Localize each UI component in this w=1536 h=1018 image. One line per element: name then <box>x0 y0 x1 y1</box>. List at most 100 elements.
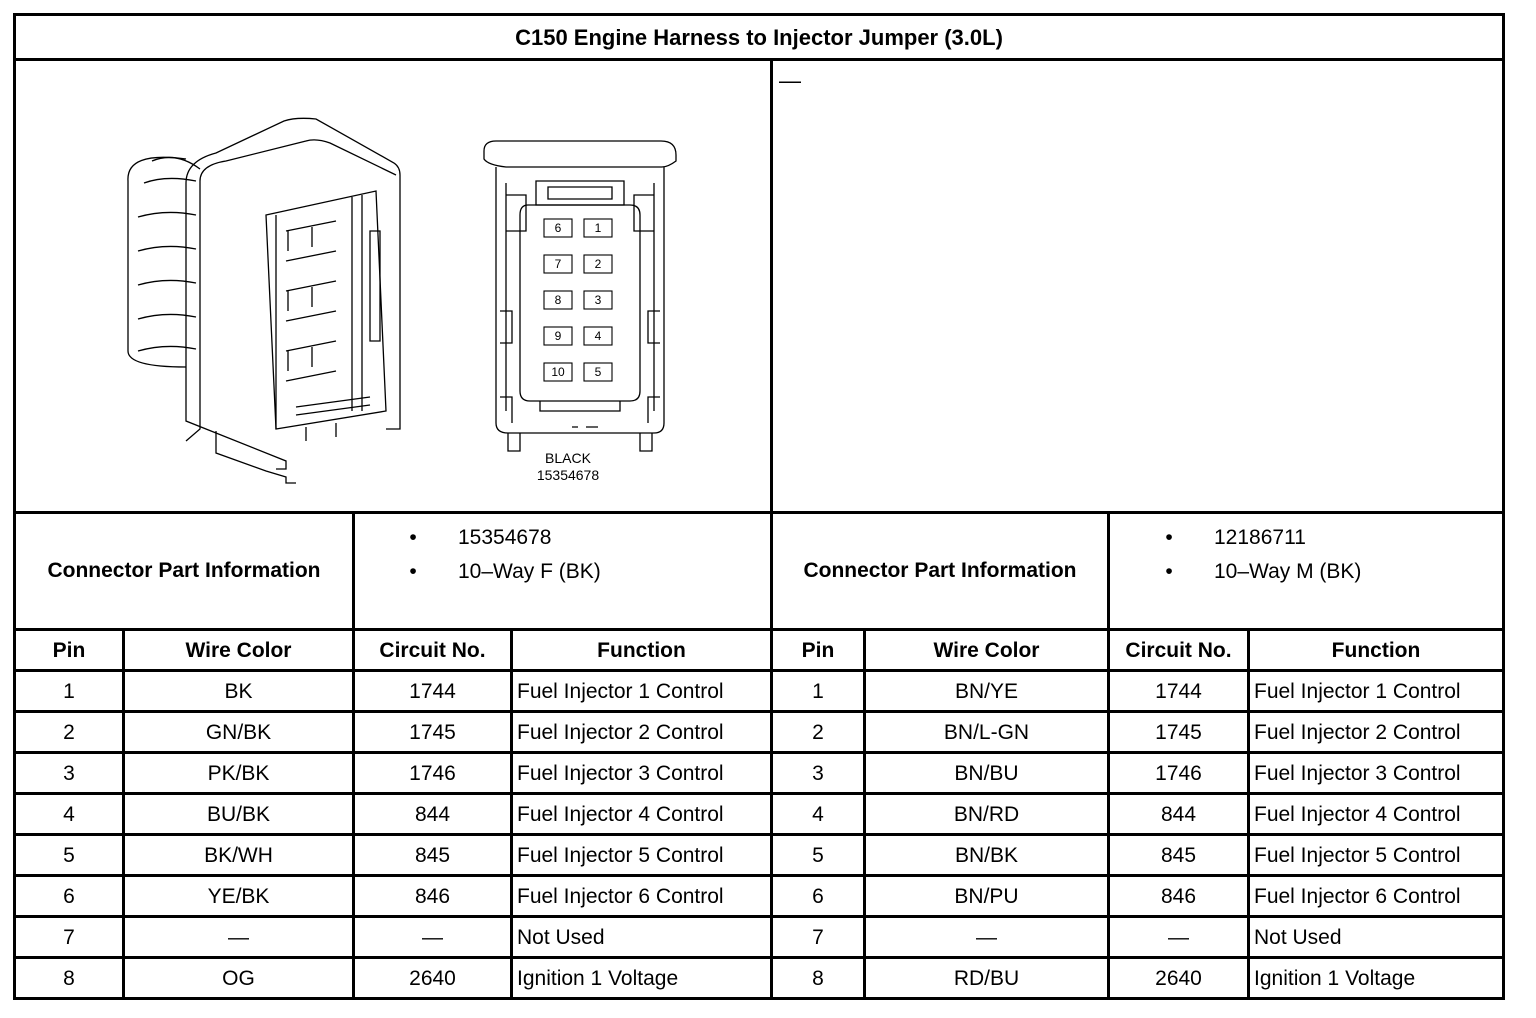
right-cell-wire-color: RD/BU <box>953 966 1020 990</box>
right-cell-wire-color: BN/PU <box>954 884 1019 908</box>
left-cell-function: Fuel Injector 3 Control <box>517 761 724 785</box>
divider <box>122 628 125 997</box>
divider <box>352 511 355 629</box>
left-cell-circuit-number: — <box>422 925 443 949</box>
left-cell-wire-color: — <box>228 925 249 949</box>
connector-part-caption: 15354678 <box>536 467 600 483</box>
right-cell-function: Fuel Injector 1 Control <box>1254 679 1461 703</box>
left-cell-wire-color: BK/WH <box>204 843 273 867</box>
right-cell-wire-color: BN/BU <box>954 761 1019 785</box>
pin-label: 8 <box>555 293 562 307</box>
left-cell-circuit-number: 2640 <box>409 966 456 990</box>
right-cell-wire-color: BN/BK <box>954 843 1019 867</box>
left-cell-pin: 3 <box>63 761 75 785</box>
left-cell-circuit-number: 1746 <box>409 761 456 785</box>
left-cell-function: Not Used <box>517 925 605 949</box>
left-cell-function: Fuel Injector 5 Control <box>517 843 724 867</box>
right-cpi-label: Connector Part Information <box>803 559 1077 582</box>
right-cell-pin: 6 <box>812 884 824 908</box>
part-number: 15354678 <box>458 526 552 549</box>
left-cpi-list: •15354678 •10–Way F (BK) <box>409 526 601 583</box>
right-cell-circuit-number: 844 <box>1160 802 1197 826</box>
connector-description: 10–Way M (BK) <box>1214 560 1362 583</box>
divider <box>16 956 1502 959</box>
right-cell-circuit-number: 1745 <box>1155 720 1202 744</box>
right-cell-pin: 5 <box>812 843 824 867</box>
right-cell-wire-color: BN/YE <box>954 679 1019 703</box>
connector-color-caption: BLACK <box>545 450 591 466</box>
left-cell-function: Fuel Injector 1 Control <box>517 679 724 703</box>
connector-3d-view <box>127 117 401 484</box>
pin-label: 10 <box>551 365 565 379</box>
left-cell-function: Fuel Injector 2 Control <box>517 720 724 744</box>
pin-label: 2 <box>595 257 602 271</box>
left-cell-circuit-number: 846 <box>414 884 451 908</box>
left-header-circuit-number: Circuit No. <box>379 638 486 662</box>
divider <box>16 751 1502 754</box>
figure-caption: BLACK 15354678 <box>507 450 629 484</box>
right-cell-circuit-number: 845 <box>1160 843 1197 867</box>
connector-face-view <box>483 140 677 452</box>
divider <box>16 874 1502 877</box>
left-header-function: Function <box>597 638 686 662</box>
connector-sheet: C150 Engine Harness to Injector Jumper (… <box>13 13 1505 1000</box>
right-cell-circuit-number: 1746 <box>1155 761 1202 785</box>
left-header-pin: Pin <box>52 638 86 662</box>
left-cell-circuit-number: 845 <box>414 843 451 867</box>
left-cell-function: Fuel Injector 4 Control <box>517 802 724 826</box>
divider <box>16 915 1502 918</box>
left-cell-circuit-number: 844 <box>414 802 451 826</box>
right-cell-circuit-number: 2640 <box>1155 966 1202 990</box>
left-cpi-label: Connector Part Information <box>47 559 321 582</box>
left-cell-pin: 8 <box>63 966 75 990</box>
left-cell-pin: 4 <box>63 802 75 826</box>
right-cell-circuit-number: — <box>1168 925 1189 949</box>
right-cell-function: Ignition 1 Voltage <box>1254 966 1416 990</box>
right-cell-function: Fuel Injector 4 Control <box>1254 802 1461 826</box>
right-cpi-list: •12186711 •10–Way M (BK) <box>1165 526 1362 583</box>
divider <box>1107 628 1110 997</box>
left-cell-wire-color: BU/BK <box>206 802 271 826</box>
left-cell-wire-color: OG <box>222 966 255 990</box>
divider <box>863 628 866 997</box>
page-title: C150 Engine Harness to Injector Jumper (… <box>515 25 1003 50</box>
pin-label: 4 <box>595 329 602 343</box>
right-cell-function: Fuel Injector 3 Control <box>1254 761 1461 785</box>
pin-label: 9 <box>555 329 562 343</box>
part-number: 12186711 <box>1214 526 1306 549</box>
divider <box>770 58 773 997</box>
right-cell-function: Fuel Injector 5 Control <box>1254 843 1461 867</box>
right-cell-pin: 8 <box>812 966 824 990</box>
left-cell-function: Ignition 1 Voltage <box>517 966 679 990</box>
divider <box>16 792 1502 795</box>
divider <box>16 58 1502 61</box>
right-panel-dash: — <box>779 68 801 93</box>
right-cell-circuit-number: 846 <box>1160 884 1197 908</box>
pin-label: 6 <box>555 221 562 235</box>
right-cell-function: Not Used <box>1254 925 1342 949</box>
divider <box>352 628 355 997</box>
divider <box>16 833 1502 836</box>
pin-label: 7 <box>555 257 562 271</box>
connector-description: 10–Way F (BK) <box>458 560 601 583</box>
pin-label: 1 <box>595 221 602 235</box>
left-cell-pin: 2 <box>63 720 75 744</box>
right-header-function: Function <box>1331 638 1421 662</box>
right-cell-wire-color: BN/RD <box>953 802 1020 826</box>
left-cell-wire-color: GN/BK <box>205 720 272 744</box>
right-cell-function: Fuel Injector 6 Control <box>1254 884 1461 908</box>
left-cell-circuit-number: 1745 <box>409 720 456 744</box>
divider <box>1247 628 1250 997</box>
left-cell-pin: 7 <box>63 925 75 949</box>
left-cell-circuit-number: 1744 <box>409 679 456 703</box>
right-cell-circuit-number: 1744 <box>1155 679 1202 703</box>
left-cell-function: Fuel Injector 6 Control <box>517 884 724 908</box>
pin-boxes <box>543 218 613 382</box>
left-cell-wire-color: YE/BK <box>207 884 270 908</box>
divider <box>510 628 513 997</box>
right-cell-pin: 4 <box>812 802 824 826</box>
left-cell-wire-color: PK/BK <box>207 761 270 785</box>
left-cell-pin: 1 <box>63 679 75 703</box>
connector-illustration: 6 1 7 2 8 3 9 4 10 5 <box>127 117 677 484</box>
right-cell-wire-color: BN/L-GN <box>943 720 1030 744</box>
